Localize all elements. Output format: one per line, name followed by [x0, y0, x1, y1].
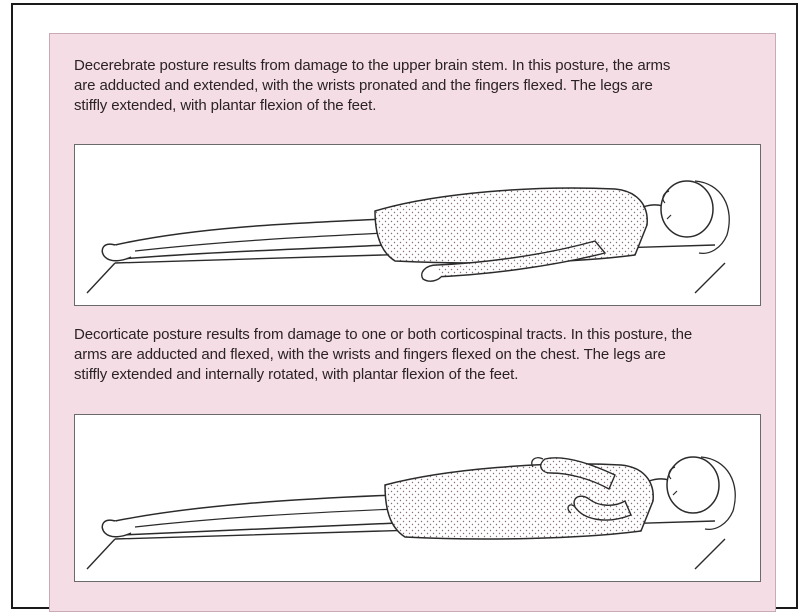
head — [661, 181, 713, 237]
decerebrate-line-3: stiffly extended, with plantar flexion o… — [74, 97, 376, 114]
decorticate-line-3: stiffly extended and internally rotated,… — [74, 366, 518, 383]
decerebrate-illustration — [74, 144, 761, 306]
decerebrate-figure-drawing — [75, 145, 762, 307]
legs — [115, 219, 387, 259]
decorticate-illustration — [74, 414, 761, 582]
decerebrate-description: Decerebrate posture results from damage … — [74, 56, 774, 116]
decorticate-description: Decorticate posture results from damage … — [74, 325, 784, 385]
head — [667, 457, 719, 513]
decorticate-line-2: arms are adducted and flexed, with the w… — [74, 346, 666, 363]
decorticate-line-1: Decorticate posture results from damage … — [74, 326, 692, 343]
gown — [375, 188, 647, 263]
decerebrate-line-1: Decerebrate posture results from damage … — [74, 57, 670, 74]
decorticate-figure-drawing — [75, 415, 762, 583]
legs — [115, 495, 397, 535]
decerebrate-line-2: are adducted and extended, with the wris… — [74, 77, 653, 94]
